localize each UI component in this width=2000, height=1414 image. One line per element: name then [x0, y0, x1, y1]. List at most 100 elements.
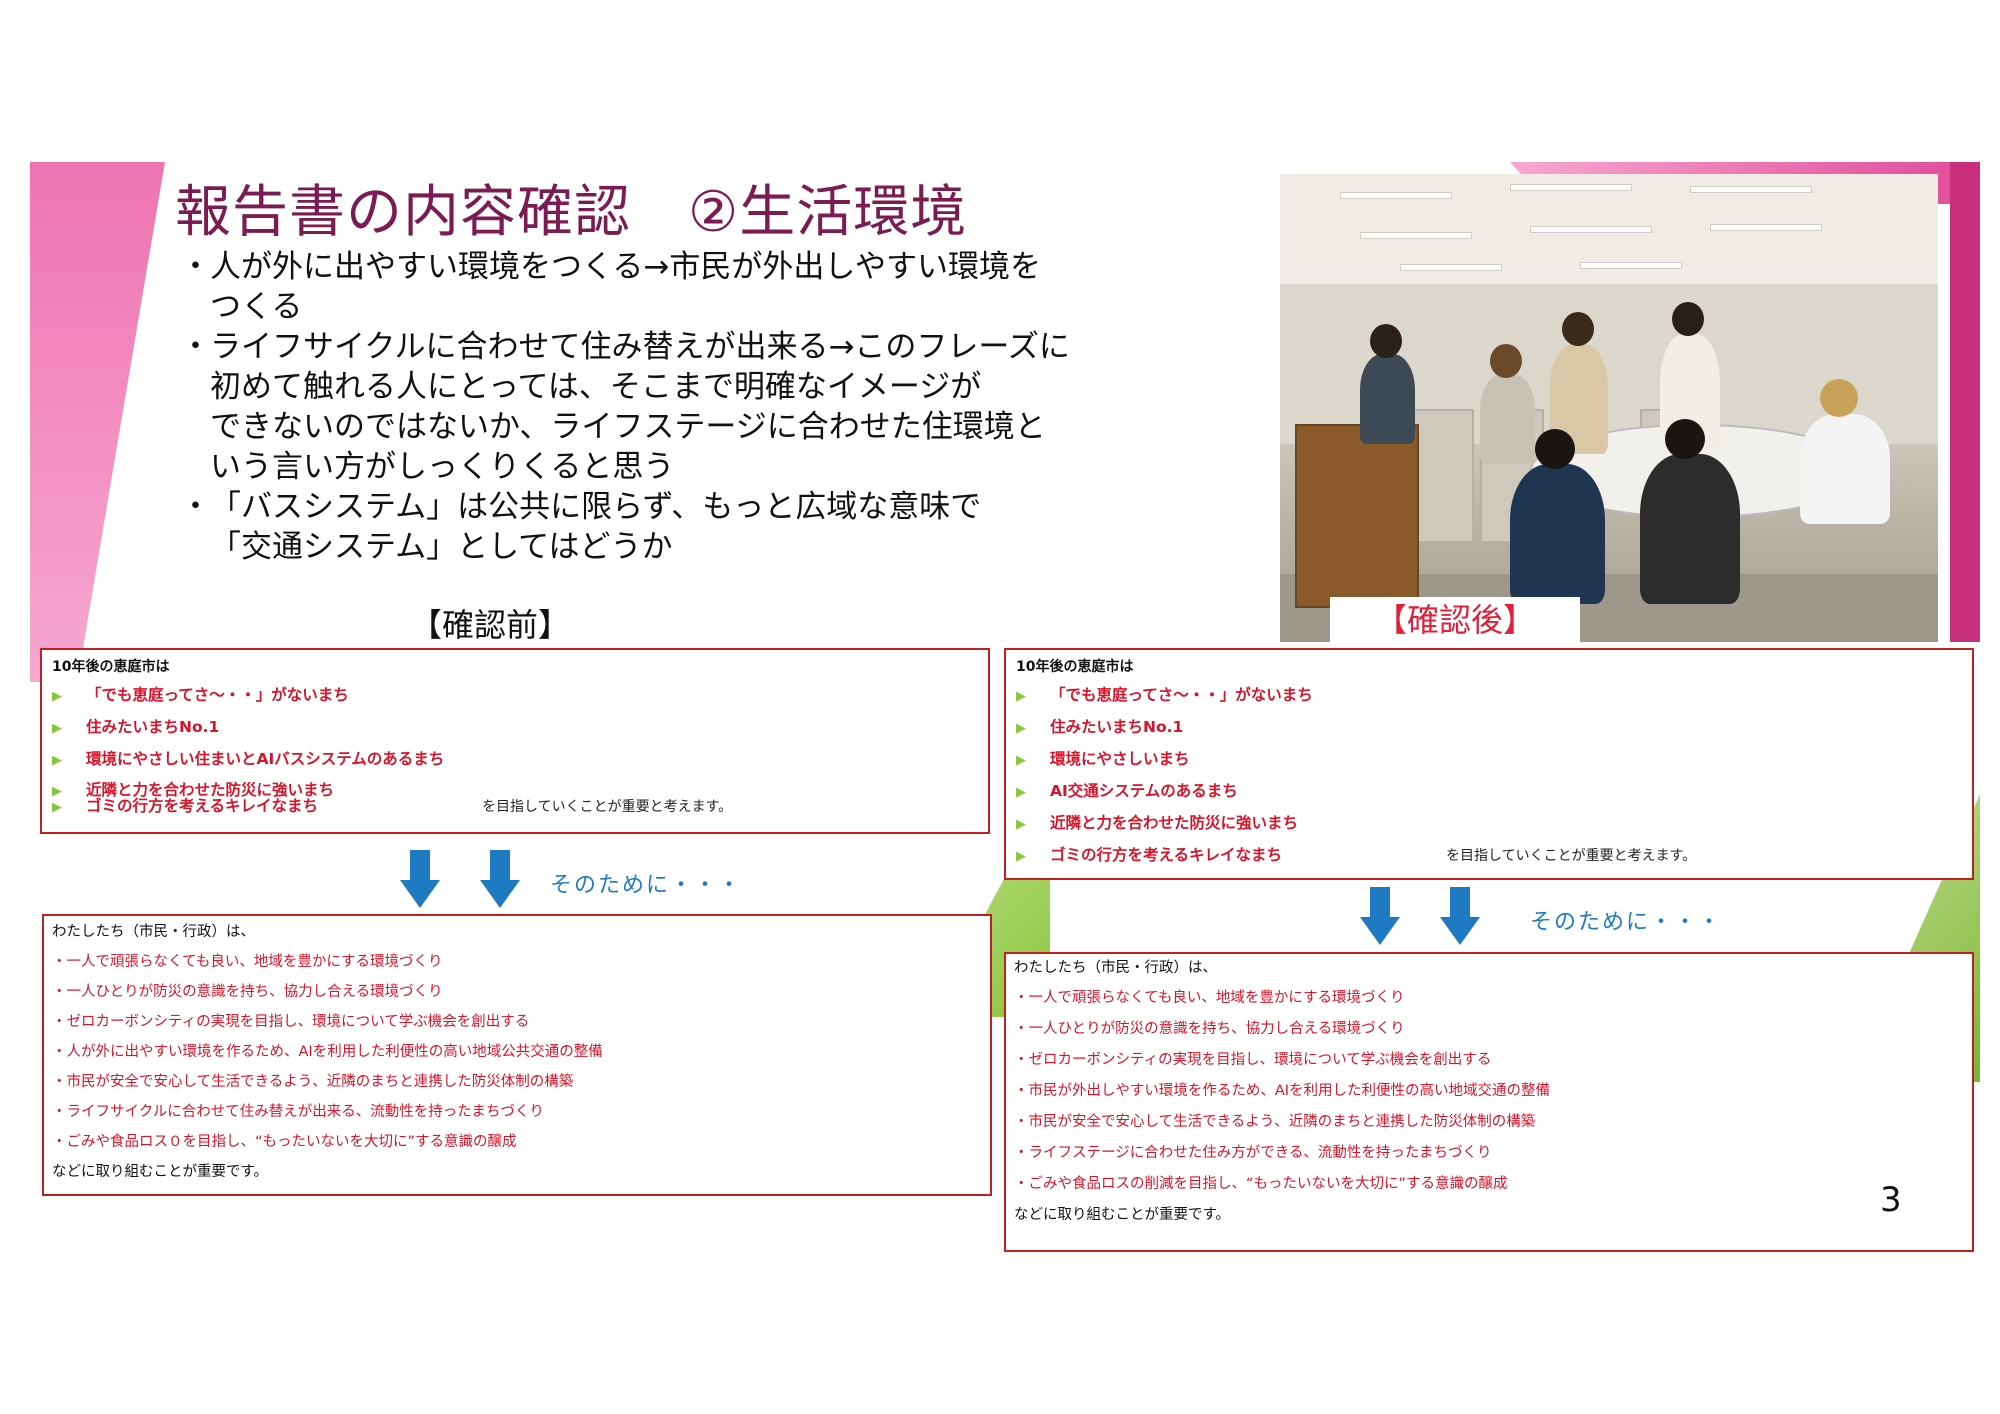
after-actions-box: わたしたち（市民・行政）は、 ・一人で頑張らなくても良い、地域を豊かにする環境づ… [1004, 952, 1974, 1252]
ceiling-light [1340, 192, 1452, 199]
photo-person-head [1820, 379, 1858, 417]
ceiling-light [1710, 224, 1822, 231]
after-action-item: ・市民が安全で安心して生活できるよう、近隣のまちと連携した防災体制の構築 [1014, 1114, 1536, 1130]
down-arrow-icon [400, 850, 440, 908]
after-goal-item: ▶住みたいまちNo.1 [1016, 718, 1184, 736]
comment-bullets: ・ 人が外に出やすい環境をつくる→市民が外出しやすい環境を つくる ・ ライフサ… [180, 247, 1160, 567]
bullet-arrow-icon: ▶ [1016, 689, 1026, 704]
photo-door [1410, 409, 1474, 543]
before-goal-item: ▶環境にやさしい住まいとAIバスシステムのあるまち [52, 750, 445, 768]
after-action-item: ・ゼロカーボンシティの実現を目指し、環境について学ぶ機会を創出する [1014, 1052, 1492, 1068]
bullet-arrow-icon: ▶ [1016, 817, 1026, 832]
before-goal-item: ▶近隣と力を合わせた防災に強いまち [52, 781, 335, 799]
bullet-item: ・ 「バスシステム」は公共に限らず、もっと広域な意味で 「交通システム」としては… [180, 487, 1160, 567]
after-label: 【確認後】 [1330, 597, 1580, 643]
before-goal-item: ▶ゴミの行方を考えるキレイなまち [52, 797, 319, 815]
photo-person-head [1672, 302, 1704, 336]
photo-person [1800, 414, 1890, 524]
after-goal-item: ▶ゴミの行方を考えるキレイなまち [1016, 846, 1283, 864]
photo-person [1360, 354, 1415, 444]
after-goals-box: 10年後の恵庭市は ▶「でも恵庭ってさ～・・」がないまち ▶住みたいまちNo.1… [1004, 648, 1974, 880]
before-actions-footer: などに取り組むことが重要です。 [52, 1164, 269, 1180]
after-goal-item: ▶環境にやさしいまち [1016, 750, 1190, 768]
before-actions-box: わたしたち（市民・行政）は、 ・一人で頑張らなくても良い、地域を豊かにする環境づ… [42, 914, 992, 1196]
sonotame-label: そのために・・・ [1530, 910, 1723, 935]
bullet-dot: ・ [180, 249, 211, 285]
bullet-arrow-icon: ▶ [1016, 753, 1026, 768]
photo-person [1510, 464, 1605, 604]
workshop-photo [1280, 174, 1938, 642]
before-goal-item: ▶「でも恵庭ってさ～・・」がないまち [52, 686, 349, 704]
photo-person-head [1535, 429, 1575, 469]
bullet-dot: ・ [180, 329, 211, 365]
after-action-item: ・ライフステージに合わせた住み方ができる、流動性を持ったまちづくり [1014, 1145, 1492, 1161]
before-action-item: ・ごみや食品ロス０を目指し、“もったいないを大切に”する意識の醸成 [52, 1134, 517, 1150]
page-number: 3 [1880, 1180, 1902, 1220]
before-action-item: ・一人ひとりが防災の意識を持ち、協力し合える環境づくり [52, 984, 443, 1000]
before-goals-box-bottom: ▶ゴミの行方を考えるキレイなまち を目指していくことが重要と考えます。 [40, 797, 990, 834]
bullet-dot: ・ [180, 489, 211, 525]
before-goals-tail: を目指していくことが重要と考えます。 [482, 799, 733, 815]
bullet-text: ライフサイクルに合わせて住み替えが出来る→このフレーズに [210, 329, 1070, 365]
after-goal-item: ▶「でも恵庭ってさ～・・」がないまち [1016, 686, 1313, 704]
bullet-arrow-icon: ▶ [52, 800, 62, 815]
after-action-item: ・一人で頑張らなくても良い、地域を豊かにする環境づくり [1014, 990, 1405, 1006]
down-arrow-icon [480, 850, 520, 908]
photo-person-head [1370, 324, 1402, 358]
after-goal-item: ▶AI交通システムのあるまち [1016, 782, 1238, 800]
bullet-text: 「交通システム」としてはどうか [210, 529, 673, 565]
down-arrow-icon [1440, 887, 1480, 945]
after-goals-heading: 10年後の恵庭市は [1016, 659, 1134, 675]
magenta-edge [1950, 162, 1980, 642]
bullet-arrow-icon: ▶ [52, 784, 62, 799]
bullet-text: つくる [210, 289, 303, 325]
bullet-arrow-icon: ▶ [52, 721, 62, 736]
pink-accent-left [30, 162, 165, 682]
bullet-arrow-icon: ▶ [1016, 721, 1026, 736]
bullet-arrow-icon: ▶ [1016, 785, 1026, 800]
before-goal-item: ▶住みたいまちNo.1 [52, 718, 220, 736]
bullet-text: 「バスシステム」は公共に限らず、もっと広域な意味で [210, 489, 982, 525]
before-action-item: ・市民が安全で安心して生活できるよう、近隣のまちと連携した防災体制の構築 [52, 1074, 574, 1090]
photo-lectern [1295, 424, 1419, 608]
photo-person-head [1665, 419, 1705, 459]
after-actions-heading: わたしたち（市民・行政）は、 [1014, 960, 1217, 976]
photo-person-head [1490, 344, 1522, 378]
bullet-text: できないのではないか、ライフステージに合わせた住環境と [210, 409, 1046, 445]
after-action-item: ・一人ひとりが防災の意識を持ち、協力し合える環境づくり [1014, 1021, 1405, 1037]
photo-person [1640, 454, 1740, 604]
ceiling-light [1360, 232, 1472, 239]
ceiling-light [1400, 264, 1502, 271]
bullet-item: ・ ライフサイクルに合わせて住み替えが出来る→このフレーズに 初めて触れる人にと… [180, 327, 1160, 487]
photo-person-head [1562, 312, 1594, 346]
bullet-text: いう言い方がしっくりくると思う [210, 449, 675, 485]
ceiling-light [1580, 262, 1682, 269]
ceiling-light [1510, 184, 1632, 191]
before-goals-box: 10年後の恵庭市は ▶「でも恵庭ってさ～・・」がないまち ▶住みたいまちNo.1… [40, 648, 990, 810]
photo-person [1480, 374, 1535, 464]
after-action-item: ・市民が外出しやすい環境を作るため、AIを利用した利便性の高い地域交通の整備 [1014, 1083, 1551, 1099]
bullet-item: ・ 人が外に出やすい環境をつくる→市民が外出しやすい環境を つくる [180, 247, 1160, 327]
after-action-item: ・ごみや食品ロスの削減を目指し、“もったいないを大切に”する意識の醸成 [1014, 1176, 1508, 1192]
before-action-item: ・人が外に出やすい環境を作るため、AIを利用した利便性の高い地域公共交通の整備 [52, 1044, 603, 1060]
after-goal-item: ▶近隣と力を合わせた防災に強いまち [1016, 814, 1299, 832]
before-action-item: ・ライフサイクルに合わせて住み替えが出来る、流動性を持ったまちづくり [52, 1104, 544, 1120]
sonotame-label: そのために・・・ [550, 873, 743, 898]
before-action-item: ・ゼロカーボンシティの実現を目指し、環境について学ぶ機会を創出する [52, 1014, 530, 1030]
before-label: 【確認前】 [410, 606, 571, 644]
bullet-text: 人が外に出やすい環境をつくる→市民が外出しやすい環境を [210, 249, 1042, 285]
bullet-arrow-icon: ▶ [52, 753, 62, 768]
ceiling-light [1690, 186, 1812, 193]
down-arrow-icon [1360, 887, 1400, 945]
bullet-arrow-icon: ▶ [52, 689, 62, 704]
slide: 報告書の内容確認 ②生活環境 ・ 人が外に出やすい環境をつくる→市民が外出しやす… [30, 162, 1980, 1260]
bullet-text: 初めて触れる人にとっては、そこまで明確なイメージが [210, 369, 982, 405]
photo-ceiling [1280, 174, 1938, 284]
bullet-arrow-icon: ▶ [1016, 849, 1026, 864]
before-actions-heading: わたしたち（市民・行政）は、 [52, 924, 255, 940]
after-actions-footer: などに取り組むことが重要です。 [1014, 1207, 1231, 1223]
slide-title: 報告書の内容確認 ②生活環境 [175, 180, 968, 245]
before-action-item: ・一人で頑張らなくても良い、地域を豊かにする環境づくり [52, 954, 443, 970]
before-goals-heading: 10年後の恵庭市は [52, 659, 170, 675]
after-goals-tail: を目指していくことが重要と考えます。 [1446, 848, 1697, 864]
